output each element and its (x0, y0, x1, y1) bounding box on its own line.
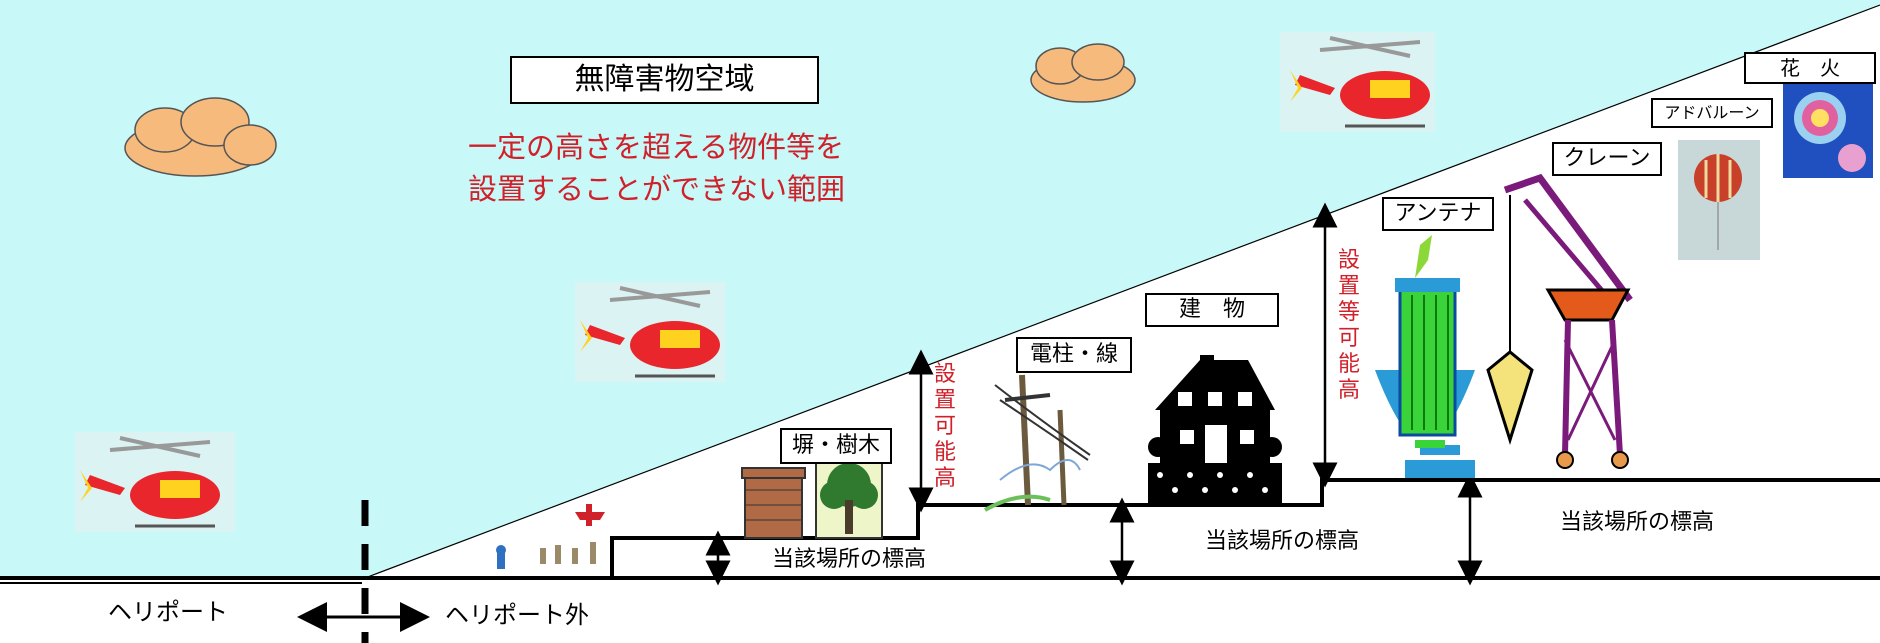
antenna-label: アンテナ (1382, 197, 1494, 231)
helicopter-icon (1280, 32, 1435, 132)
vertical-char: 能 (932, 440, 958, 466)
airspace-description-line2: 設置することができない範囲 (468, 175, 845, 204)
vertical-char: 高 (932, 466, 958, 492)
vertical-char: 等 (1336, 300, 1362, 326)
fence-tree-label: 塀・樹木 (780, 428, 892, 464)
ad-balloon-label: アドバルーン (1651, 98, 1773, 128)
building-label: 建 物 (1145, 293, 1279, 327)
elevation-label-1: 当該場所の標高 (772, 549, 926, 571)
pole-wire-label: 電柱・線 (1016, 337, 1132, 373)
vertical-char: 高 (1336, 378, 1362, 404)
fireworks-label: 花 火 (1744, 52, 1876, 84)
person-icon (496, 545, 506, 569)
elevation-label-3: 当該場所の標高 (1560, 512, 1714, 534)
utility-pole-icon (985, 375, 1090, 510)
people-icon (540, 542, 596, 564)
cloud-icon (1031, 44, 1135, 102)
vertical-char: 可 (932, 414, 958, 440)
house-icon (1148, 355, 1282, 505)
helicopter-icon (75, 432, 235, 532)
vertical-char: 設 (1336, 248, 1362, 274)
vertical-char: 置 (1336, 274, 1362, 300)
wall-icon (742, 468, 805, 538)
small-plane-icon (575, 504, 605, 526)
crane-label: クレーン (1552, 142, 1662, 176)
airspace-title: 無障害物空域 (510, 56, 819, 104)
vertical-char: 可 (1336, 326, 1362, 352)
outside-heliport-label: ヘリポート外 (445, 603, 589, 627)
elevation-label-2: 当該場所の標高 (1205, 531, 1359, 553)
installable-height-long-label: 設 置 等 可 能 高 (1336, 248, 1362, 404)
fireworks-icon (1783, 82, 1873, 178)
vertical-char: 能 (1336, 352, 1362, 378)
heliport-label: ヘリポート (108, 600, 228, 624)
helicopter-icon (575, 282, 725, 382)
ad-balloon-icon (1678, 140, 1760, 260)
airspace-description-line1: 一定の高さを超える物件等を (468, 133, 844, 162)
tree-icon (816, 462, 882, 538)
crane-icon (1488, 178, 1630, 468)
vertical-char: 設 (932, 362, 958, 388)
antenna-tower-icon (1375, 235, 1475, 478)
installable-height-short-label: 設 置 可 能 高 (932, 362, 958, 492)
vertical-char: 置 (932, 388, 958, 414)
